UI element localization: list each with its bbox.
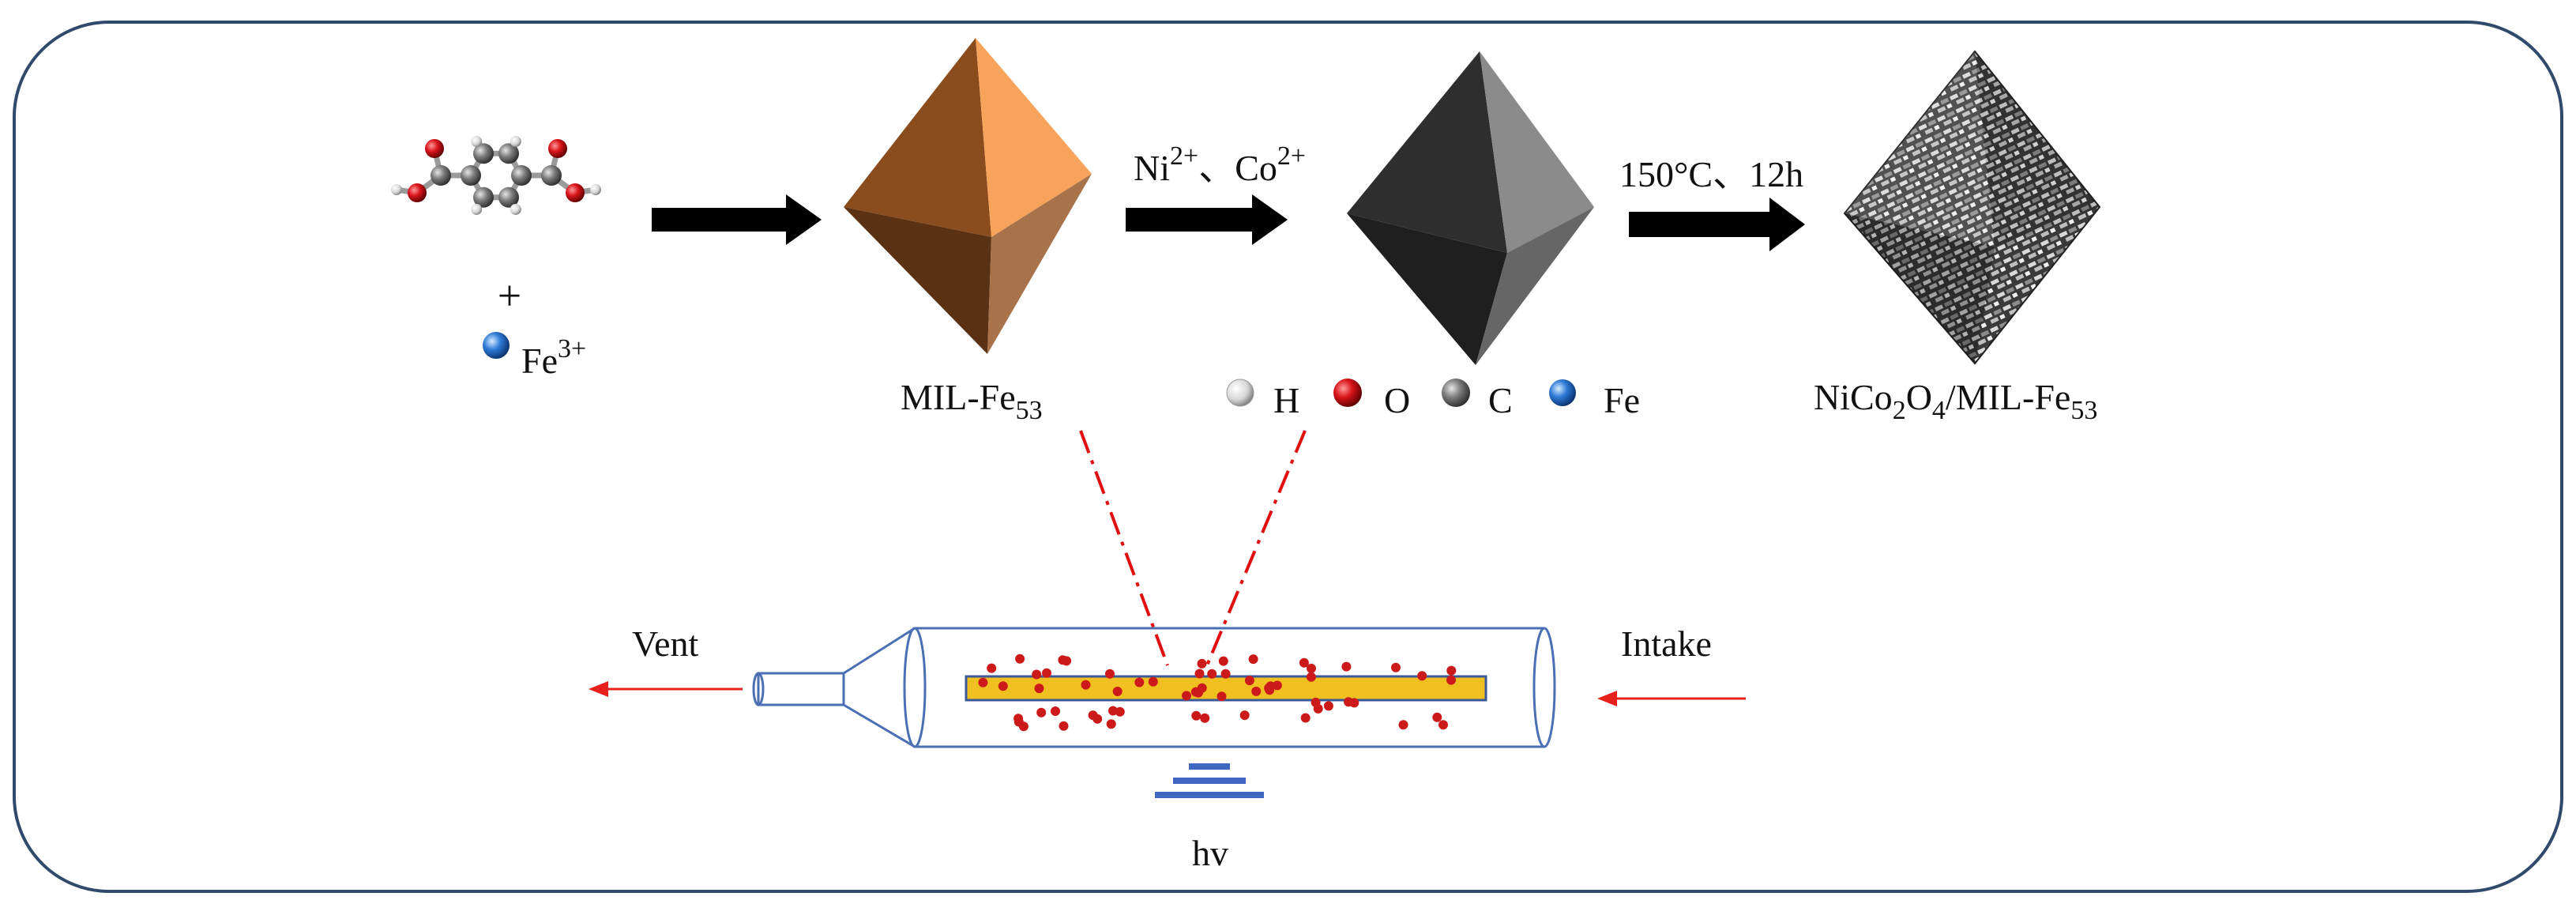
reaction-arrow-2 — [1126, 194, 1288, 245]
legend-h-label: H — [1273, 380, 1299, 420]
catalyst-particle — [1248, 654, 1258, 665]
catalyst-particle — [1391, 662, 1401, 672]
catalyst-particle — [1015, 654, 1025, 664]
vent-label: Vent — [632, 623, 699, 664]
fe-ion-label: Fe3+ — [521, 334, 586, 381]
catalyst-particle — [1207, 669, 1217, 679]
catalyst-particle — [1059, 721, 1069, 731]
catalyst-particles — [978, 654, 1457, 732]
catalyst-particle — [1432, 712, 1442, 722]
ni-co-ions-label: Ni2+、Co2+ — [1134, 141, 1306, 188]
nico2o4-mil-fe53-octahedron — [1843, 50, 2101, 365]
catalyst-particle — [1134, 677, 1145, 687]
catalyst-particle — [1244, 676, 1254, 686]
intake-label: Intake — [1621, 623, 1712, 664]
catalyst-particle — [1112, 687, 1123, 696]
catalyst-particle — [1438, 720, 1448, 730]
catalyst-particle — [1417, 671, 1427, 681]
vent-flow-arrow — [589, 681, 743, 697]
catalyst-particle — [1265, 685, 1275, 695]
reaction-arrow-3 — [1629, 198, 1805, 251]
dash-dot-line-right — [1205, 430, 1307, 666]
catalyst-particle — [1115, 706, 1125, 717]
catalyst-particle — [1344, 697, 1354, 707]
catalyst-particle — [1058, 655, 1068, 665]
catalyst-particle — [1220, 669, 1231, 679]
terephthalic-acid-molecule-icon — [391, 136, 601, 215]
legend-c-label: C — [1488, 380, 1513, 420]
fe-ion-icon — [483, 332, 510, 359]
catalyst-particle — [1217, 691, 1227, 702]
ion-loaded-octahedron — [1347, 51, 1594, 365]
grey-atom-icon — [1442, 379, 1470, 407]
mil-fe53-octahedron — [844, 38, 1092, 354]
catalyst-particle — [1182, 691, 1191, 701]
catalyst-particle — [998, 681, 1008, 691]
catalyst-particle — [1108, 706, 1118, 716]
catalyst-particle — [1307, 663, 1316, 673]
blue-atom-icon — [1549, 379, 1576, 406]
catalyst-particle — [1341, 661, 1352, 672]
catalyst-particle — [1148, 676, 1158, 687]
catalyst-particle — [1197, 683, 1207, 693]
light-label: hv — [1192, 833, 1228, 873]
catalyst-particle — [1272, 680, 1282, 691]
red-atom-icon — [1333, 379, 1362, 407]
catalyst-particle — [1191, 710, 1202, 721]
catalyst-particle — [1034, 684, 1044, 694]
catalyst-particle — [1306, 672, 1316, 682]
catalyst-particle — [1018, 721, 1029, 732]
dash-dot-line-left — [1079, 430, 1169, 666]
catalyst-particle — [1239, 710, 1250, 721]
mil-fe53-label: MIL-Fe53 — [901, 377, 1043, 425]
white-atom-icon — [1226, 379, 1254, 407]
catalyst-particle — [1323, 701, 1333, 711]
catalyst-particle — [1300, 713, 1311, 723]
catalyst-particle — [1446, 675, 1456, 685]
intake-flow-arrow — [1597, 691, 1746, 706]
hydrothermal-condition-label: 150°C、12h — [1619, 154, 1803, 194]
catalyst-particle — [1197, 658, 1207, 669]
catalyst-particle — [1032, 669, 1042, 680]
light-source-icon — [1155, 763, 1264, 798]
catalyst-particle — [1251, 686, 1262, 696]
atom-legend: H O C Fe — [1226, 379, 1640, 420]
catalyst-particle — [1106, 719, 1116, 729]
catalyst-particle — [1398, 720, 1408, 730]
catalyst-particle — [1446, 665, 1457, 676]
catalyst-particle — [978, 677, 988, 687]
product-label: NiCo2O4/MIL-Fe53 — [1814, 377, 2097, 425]
catalyst-particle — [1194, 669, 1205, 679]
catalyst-particle — [1036, 707, 1047, 718]
catalyst-particle — [1042, 668, 1051, 678]
catalyst-particle — [1299, 657, 1309, 668]
legend-o-label: O — [1384, 380, 1410, 420]
catalyst-particle — [1088, 710, 1098, 721]
plus-sign: + — [498, 272, 521, 319]
catalyst-particle — [1051, 706, 1060, 716]
catalyst-particle — [1081, 680, 1091, 690]
catalyst-particle — [1218, 656, 1228, 666]
reactor-tube — [752, 627, 1556, 748]
reaction-arrow-1 — [652, 194, 822, 245]
catalyst-particle — [1200, 713, 1210, 723]
catalyst-particle — [1313, 703, 1323, 714]
outer-frame — [13, 21, 2563, 893]
catalyst-particle — [1105, 669, 1115, 679]
legend-fe-label: Fe — [1604, 380, 1640, 420]
catalyst-particle — [987, 663, 997, 673]
